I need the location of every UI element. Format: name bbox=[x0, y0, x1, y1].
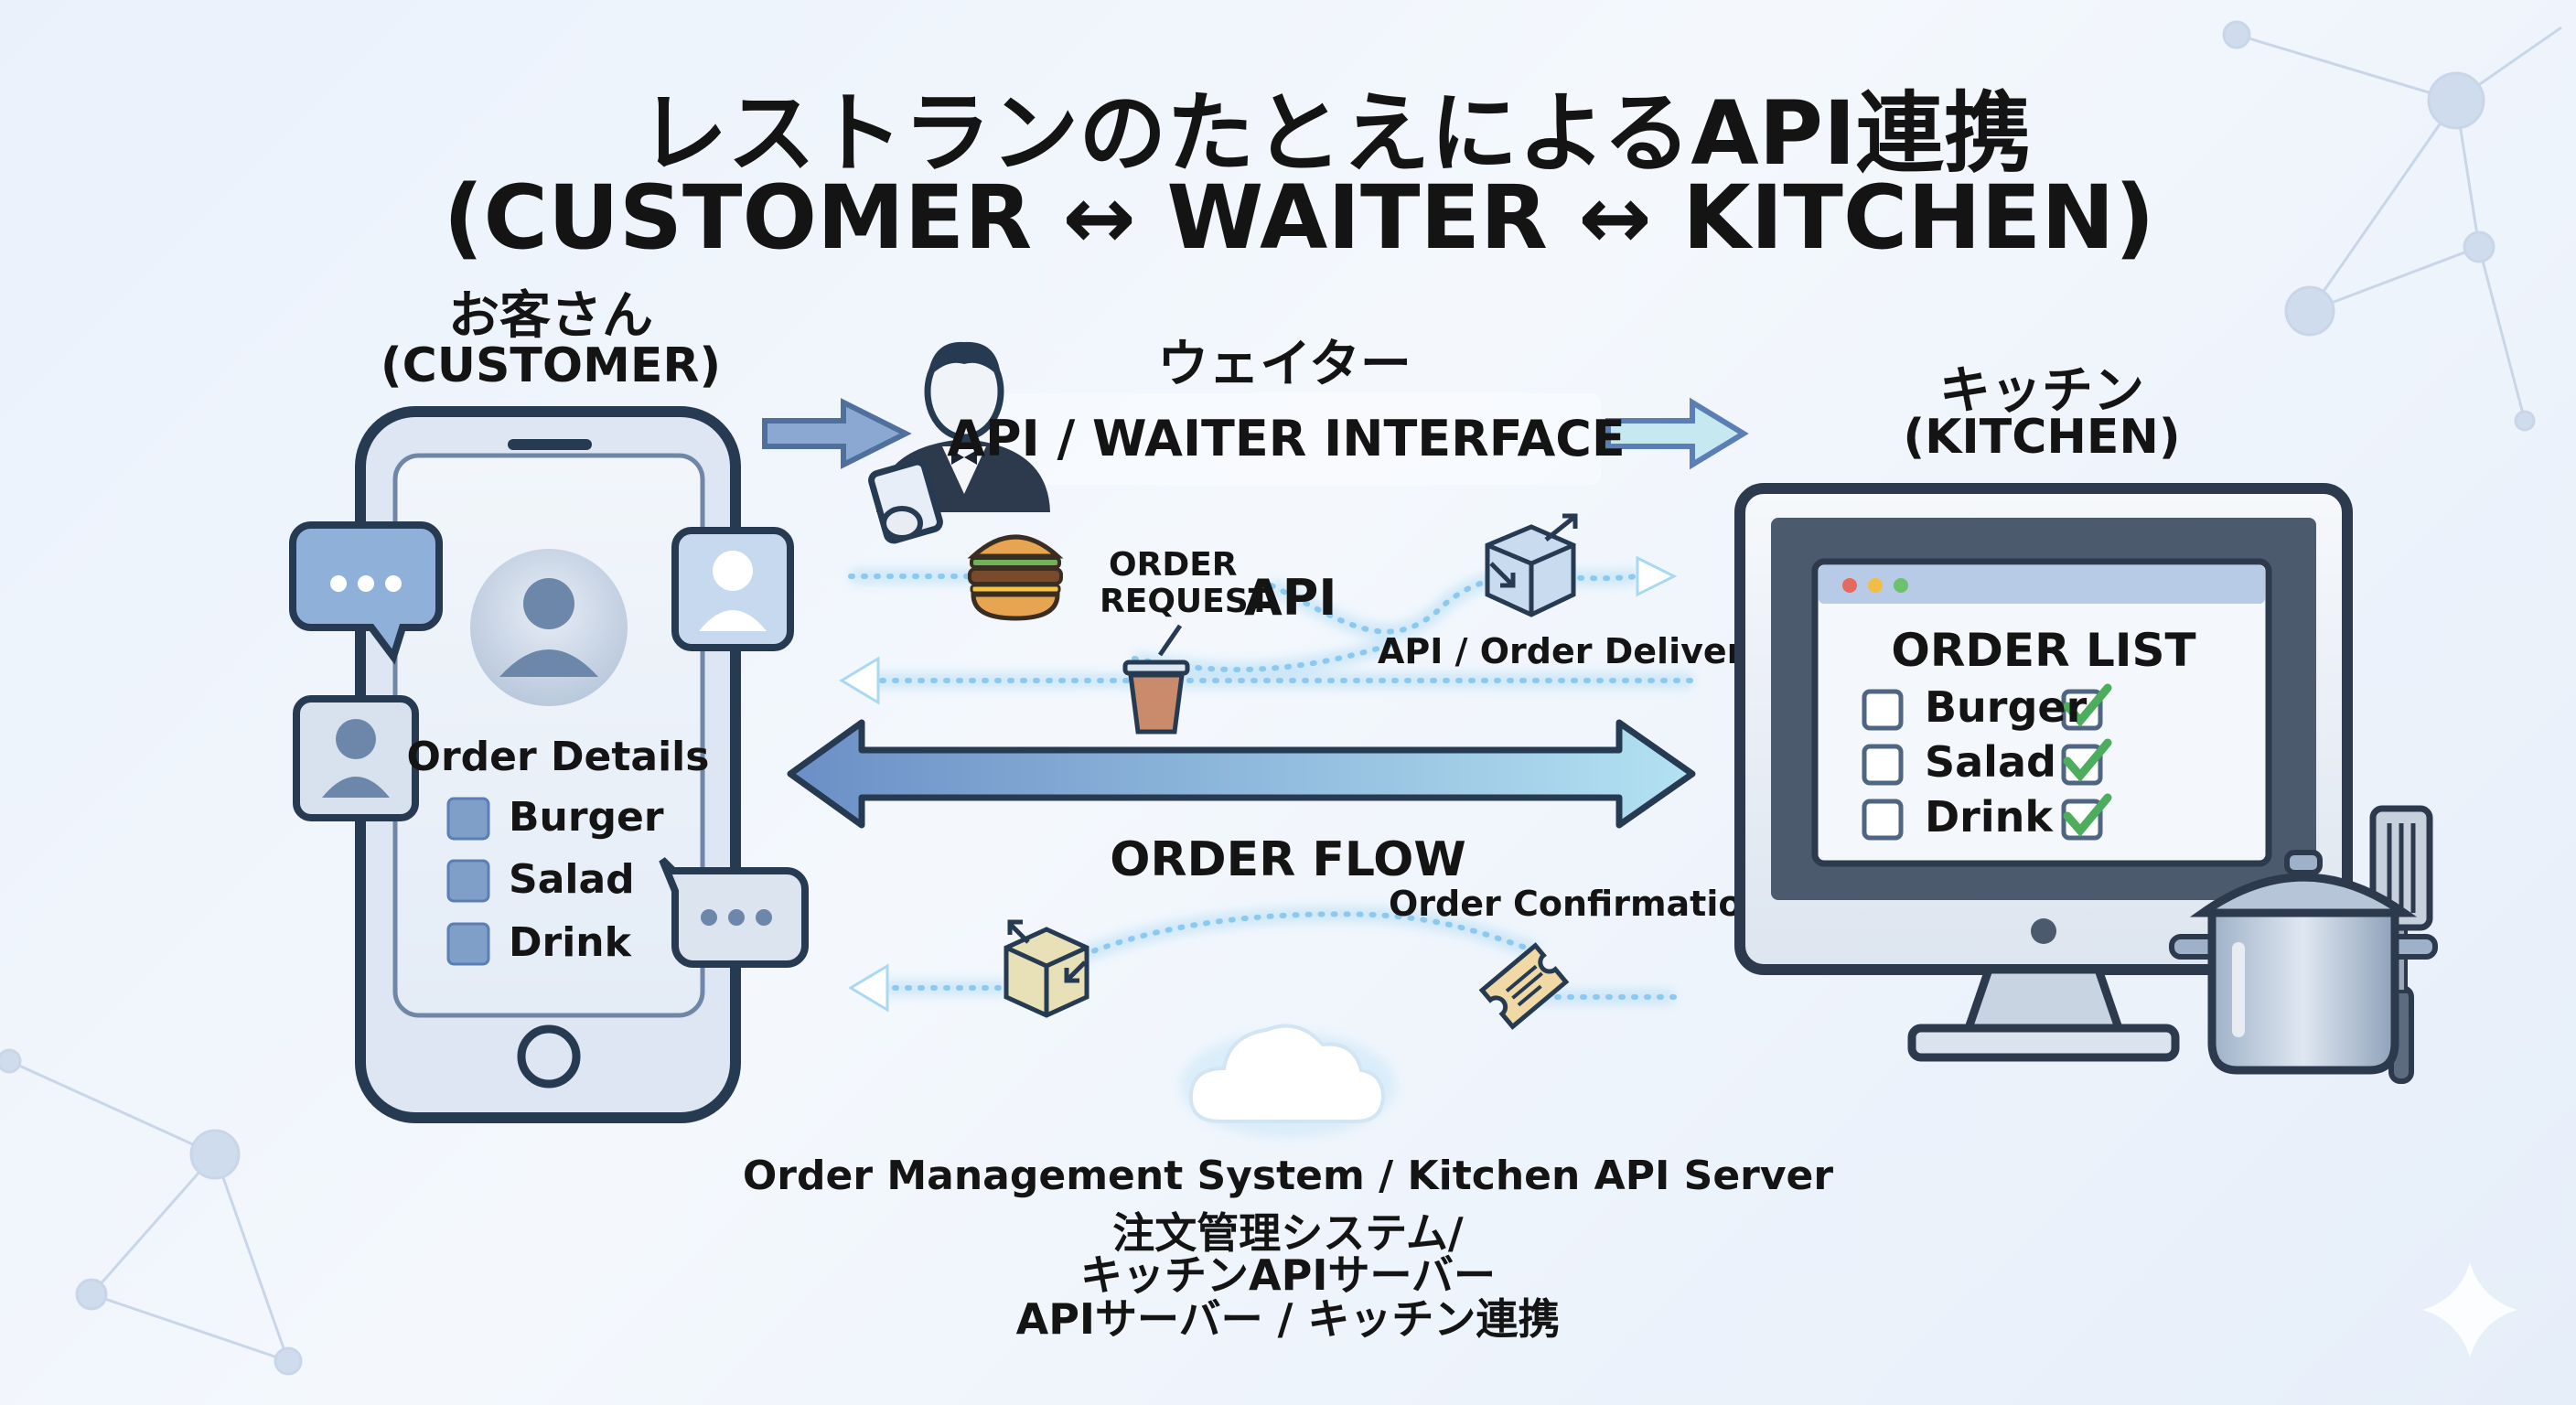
receipt-icon bbox=[1478, 942, 1570, 1030]
check-icons bbox=[2061, 683, 2112, 841]
return-package-icon bbox=[1004, 919, 1089, 1018]
order-flow-arrow bbox=[787, 719, 1696, 829]
customer-label-ja: お客さん bbox=[448, 286, 653, 346]
kitchen-item-drink: Drink bbox=[1925, 792, 2053, 842]
waiter-interface-label: API / WAITER INTERFACE bbox=[947, 410, 1626, 467]
kitchen-salad-checkbox bbox=[1862, 744, 1904, 786]
customer-item-drink: Drink bbox=[509, 919, 631, 966]
server-caption-en: Order Management System / Kitchen API Se… bbox=[742, 1153, 1834, 1199]
api-label: API bbox=[1244, 569, 1337, 627]
order-flow-label: ORDER FLOW bbox=[1110, 832, 1466, 887]
server-caption-ja-2: キッチンAPIサーバー bbox=[1080, 1250, 1496, 1300]
spatula-icon bbox=[2369, 805, 2433, 1084]
chat-bubble-icon bbox=[289, 521, 443, 665]
kitchen-label-en: (KITCHEN) bbox=[1903, 410, 2181, 465]
waiter-label-ja: ウェイター bbox=[1157, 335, 1411, 394]
user-card-icon bbox=[293, 695, 419, 821]
server-caption-ja-1: 注文管理システム/ bbox=[1112, 1208, 1464, 1258]
salad-checkbox bbox=[446, 859, 490, 903]
cloud-server-icon bbox=[1180, 1024, 1396, 1138]
customer-item-burger: Burger bbox=[509, 794, 664, 841]
typing-bubble-icon bbox=[659, 857, 809, 968]
drink-icon bbox=[1122, 624, 1190, 735]
order-request-label: ORDER REQUEST bbox=[1100, 546, 1272, 620]
burger-checkbox bbox=[446, 797, 490, 841]
kitchen-label-ja: キッチン bbox=[1939, 361, 2144, 421]
kitchen-burger-checkbox bbox=[1862, 689, 1904, 731]
order-delivery-label: API / Order Delivery bbox=[1378, 631, 1767, 671]
customer-label-en: (CUSTOMER) bbox=[380, 338, 722, 393]
server-caption-ja-3: APIサーバー / キッチン連携 bbox=[1015, 1294, 1561, 1344]
order-list-title: ORDER LIST bbox=[1891, 624, 2196, 677]
order-confirmation-label: Order Confirmation bbox=[1389, 884, 1767, 924]
kitchen-item-salad: Salad bbox=[1925, 737, 2056, 787]
package-icon bbox=[1485, 513, 1578, 617]
burger-icon bbox=[967, 534, 1064, 621]
sparkle-icon bbox=[2422, 1262, 2517, 1357]
page-title: レストランのたとえによるAPI連携 bbox=[639, 82, 2032, 185]
arrow-to-kitchen bbox=[1605, 397, 1749, 470]
kitchen-drink-checkbox bbox=[1862, 799, 1904, 841]
kitchen-item-burger: Burger bbox=[1925, 682, 2088, 732]
arrow-to-waiter bbox=[762, 398, 912, 469]
profile-bubble-icon bbox=[671, 527, 794, 651]
cooking-pot-icon bbox=[2169, 850, 2438, 1075]
customer-item-salad: Salad bbox=[509, 856, 635, 903]
page-subtitle: (CUSTOMER ↔ WAITER ↔ KITCHEN) bbox=[443, 166, 2155, 269]
order-details-title: Order Details bbox=[406, 734, 710, 780]
waiter-icon bbox=[868, 341, 1050, 544]
drink-checkbox bbox=[446, 922, 490, 966]
